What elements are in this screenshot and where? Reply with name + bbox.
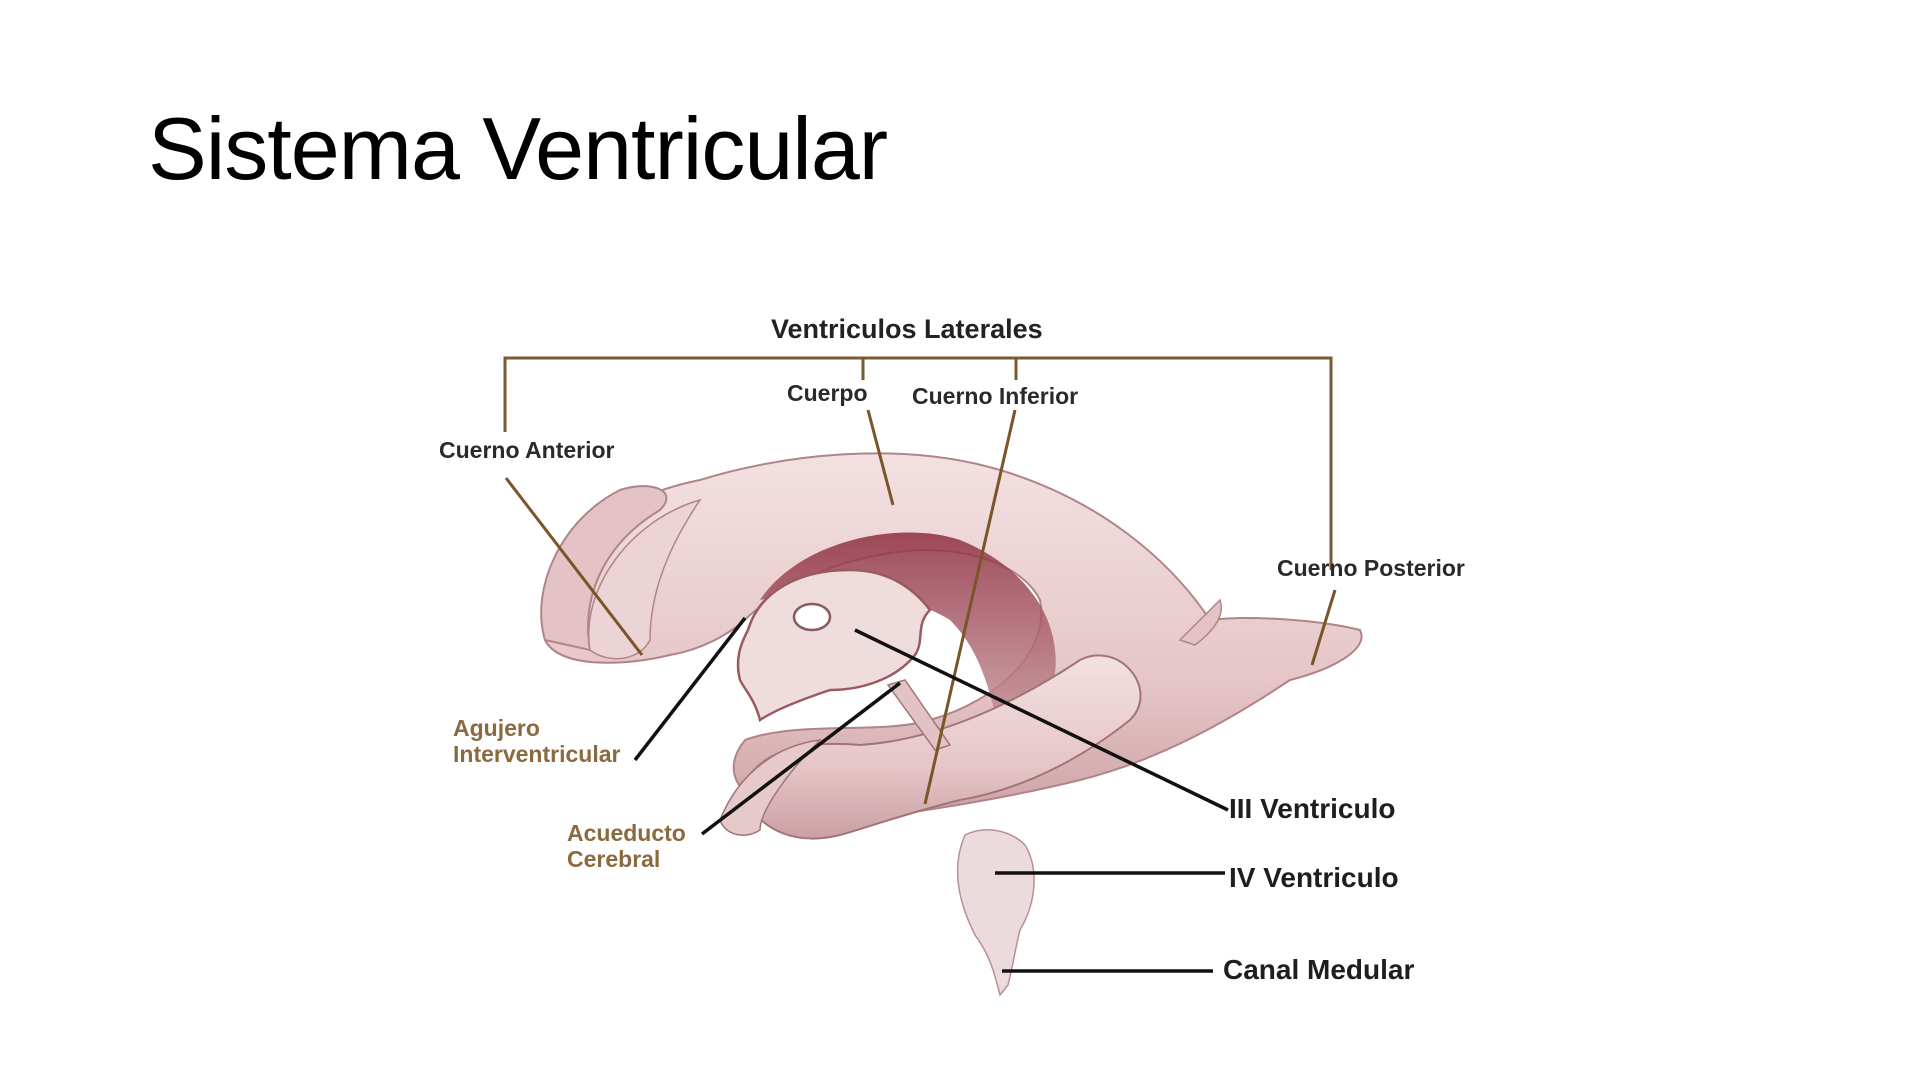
label-acueducto-line2: Cerebral [567, 846, 661, 873]
label-cuerpo: Cuerpo [787, 380, 868, 406]
label-agujero-line2: Interventricular [453, 741, 621, 768]
label-agujero-interventricular: Agujero Interventricular [453, 715, 620, 768]
label-cuerno-anterior: Cuerno Anterior [439, 437, 615, 463]
label-iii-ventriculo: III Ventriculo [1229, 793, 1396, 824]
leader-lines-black [633, 616, 1229, 973]
heading-ventriculos-laterales: Ventriculos Laterales [771, 314, 1043, 344]
label-acueducto-line1: Acueducto [567, 820, 686, 846]
label-canal-medular: Canal Medular [1223, 954, 1415, 985]
label-cuerno-inferior: Cuerno Inferior [912, 383, 1079, 409]
lateral-ventricles-bracket [503, 356, 1333, 570]
label-agujero-line1: Agujero [453, 715, 540, 741]
leader-lines-brown [504, 409, 1337, 805]
label-acueducto-cerebral: Acueducto Cerebral [567, 820, 686, 873]
label-cuerno-posterior: Cuerno Posterior [1277, 555, 1465, 581]
slide-title: Sistema Ventricular [148, 99, 888, 198]
label-iv-ventriculo: IV Ventriculo [1229, 862, 1399, 893]
